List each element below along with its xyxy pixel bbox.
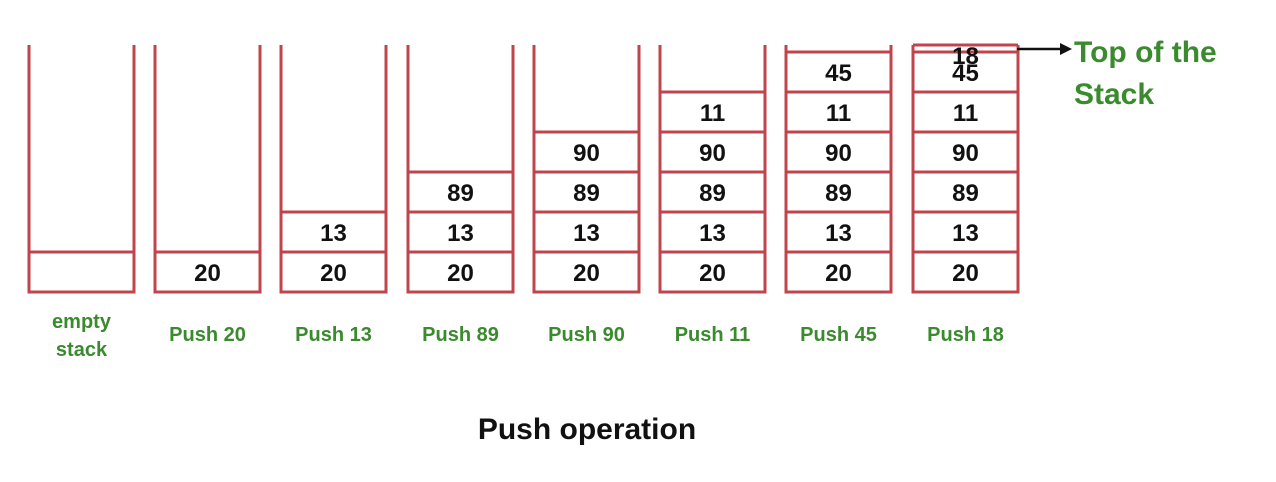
stack-container (911, 45, 1020, 294)
stack-cell-value: 90 (952, 140, 979, 167)
stack-cell-value: 20 (447, 260, 474, 287)
stack-container (532, 45, 641, 294)
stack-label: Push 18 (927, 324, 1004, 346)
stack-container (153, 45, 262, 294)
stack-cell-value: 11 (700, 100, 725, 127)
stack-cell-value: 18 (952, 43, 979, 70)
stack-cell-value: 20 (573, 260, 600, 287)
stack-cell-value: 11 (953, 100, 978, 127)
stack-cell-value: 13 (825, 220, 852, 247)
stack-cell-value: 90 (573, 140, 600, 167)
stack-cell-value: 13 (447, 220, 474, 247)
stack-label: Push 89 (422, 324, 499, 346)
stack-cell-value: 11 (826, 100, 851, 127)
top-of-stack-pointer: Top of the Stack (1017, 36, 1217, 111)
stack-container (406, 45, 515, 294)
stack-label: Push 11 (675, 324, 751, 346)
stack-1: empty stack (27, 45, 136, 361)
stack-cell-value: 13 (573, 220, 600, 247)
stack-label: Push 20 (169, 324, 246, 346)
stack-container (784, 45, 893, 294)
stack-cell-value: 20 (952, 260, 979, 287)
stack-cell-value: 13 (952, 220, 979, 247)
stack-cell-value: 89 (447, 180, 474, 207)
stack-label: Push 13 (295, 324, 372, 346)
stack-label: empty (52, 311, 112, 333)
top-label-line-1: Top of the (1074, 36, 1217, 69)
stack-cell-value: 20 (320, 260, 347, 287)
stack-label: stack (56, 339, 108, 361)
stack-cell-value: 20 (825, 260, 852, 287)
stack-cell-value: 20 (699, 260, 726, 287)
stack-container (27, 45, 136, 294)
stack-cell-value: 45 (952, 60, 979, 87)
top-label-line-2: Stack (1074, 78, 1154, 111)
stack-container (279, 45, 388, 294)
stack-cell-value: 89 (825, 180, 852, 207)
stack-cell-value: 89 (573, 180, 600, 207)
stack-cell-value: 90 (699, 140, 726, 167)
stack-cell-value: 13 (320, 220, 347, 247)
stack-container (658, 45, 767, 294)
stack-cell-value: 90 (825, 140, 852, 167)
stack-cell-value: 45 (825, 60, 852, 87)
stack-cell-value: 89 (699, 180, 726, 207)
stack-cell-value: 20 (194, 260, 221, 287)
stack-cell-value: 13 (699, 220, 726, 247)
stack-label: Push 90 (548, 324, 625, 346)
diagram-caption: Push operation (478, 413, 696, 446)
stack-label: Push 45 (800, 324, 877, 346)
stack-cell-value: 89 (952, 180, 979, 207)
top-pointer-arrow-head (1060, 43, 1072, 55)
